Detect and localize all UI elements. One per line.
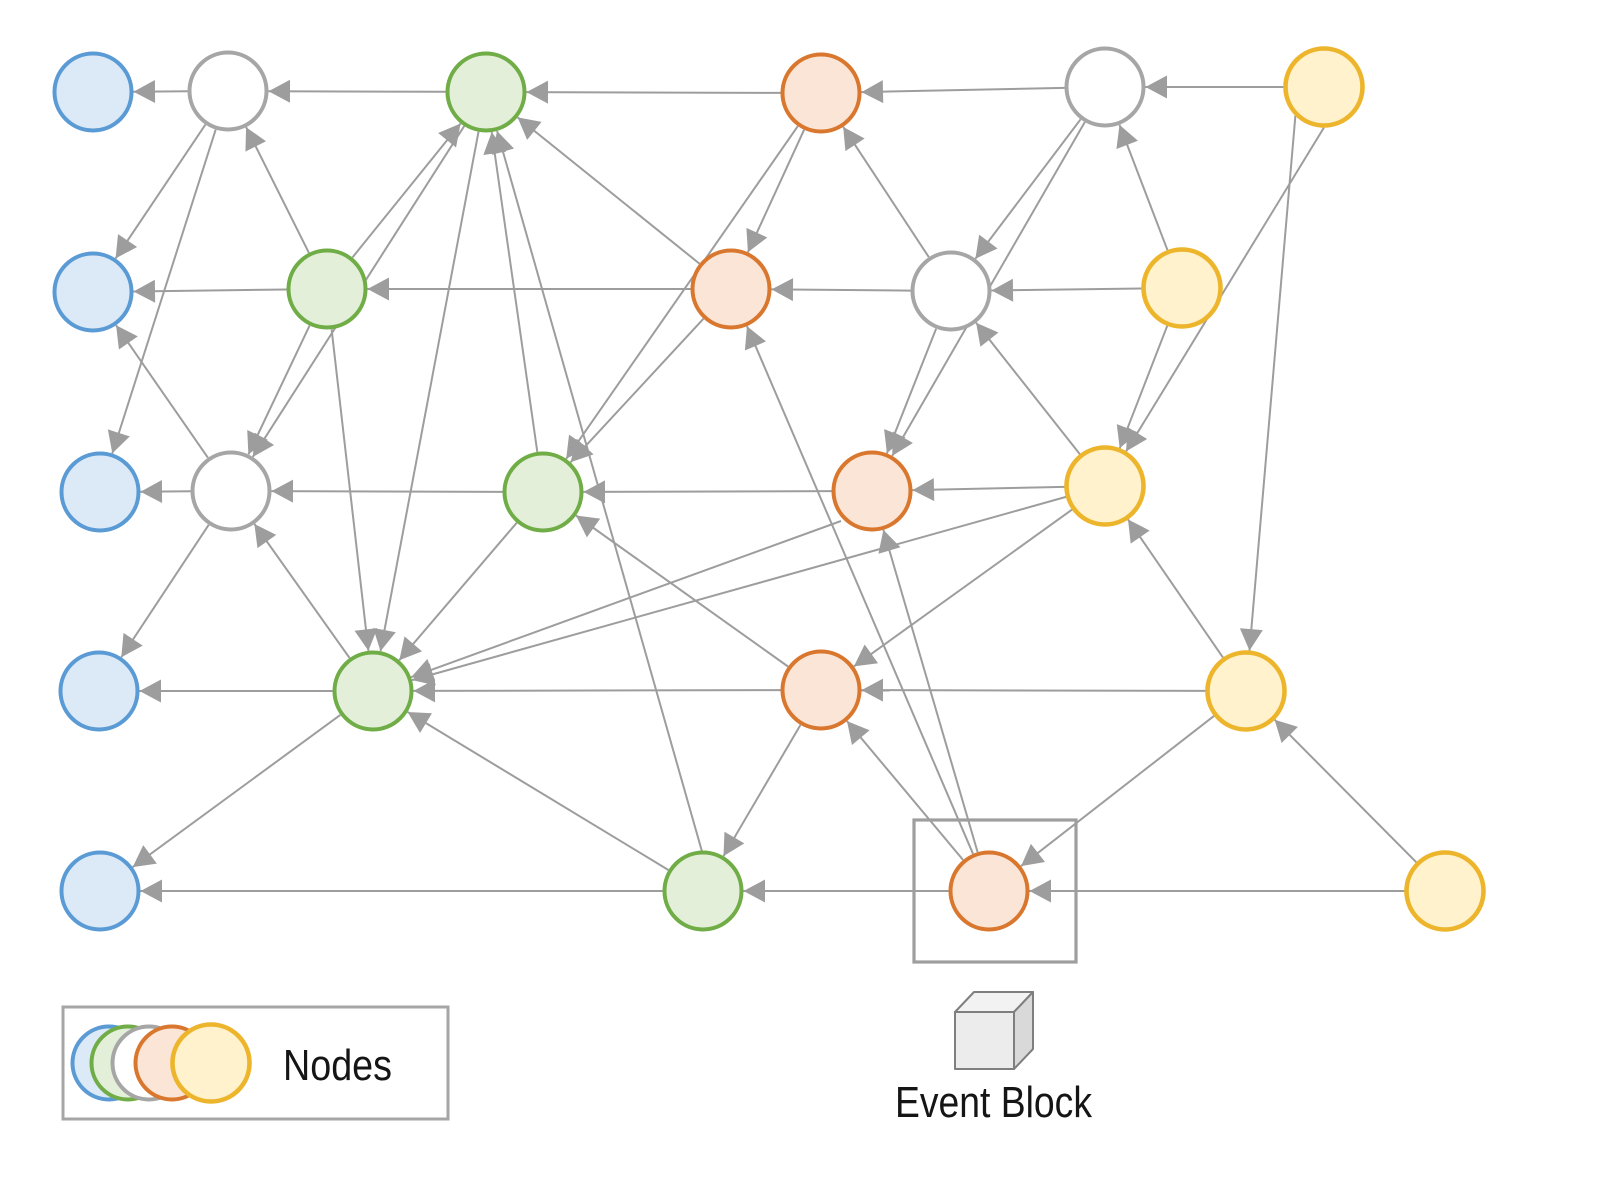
svg-text:Nodes: Nodes [283, 1041, 392, 1090]
svg-text:Event Block: Event Block [895, 1079, 1092, 1127]
